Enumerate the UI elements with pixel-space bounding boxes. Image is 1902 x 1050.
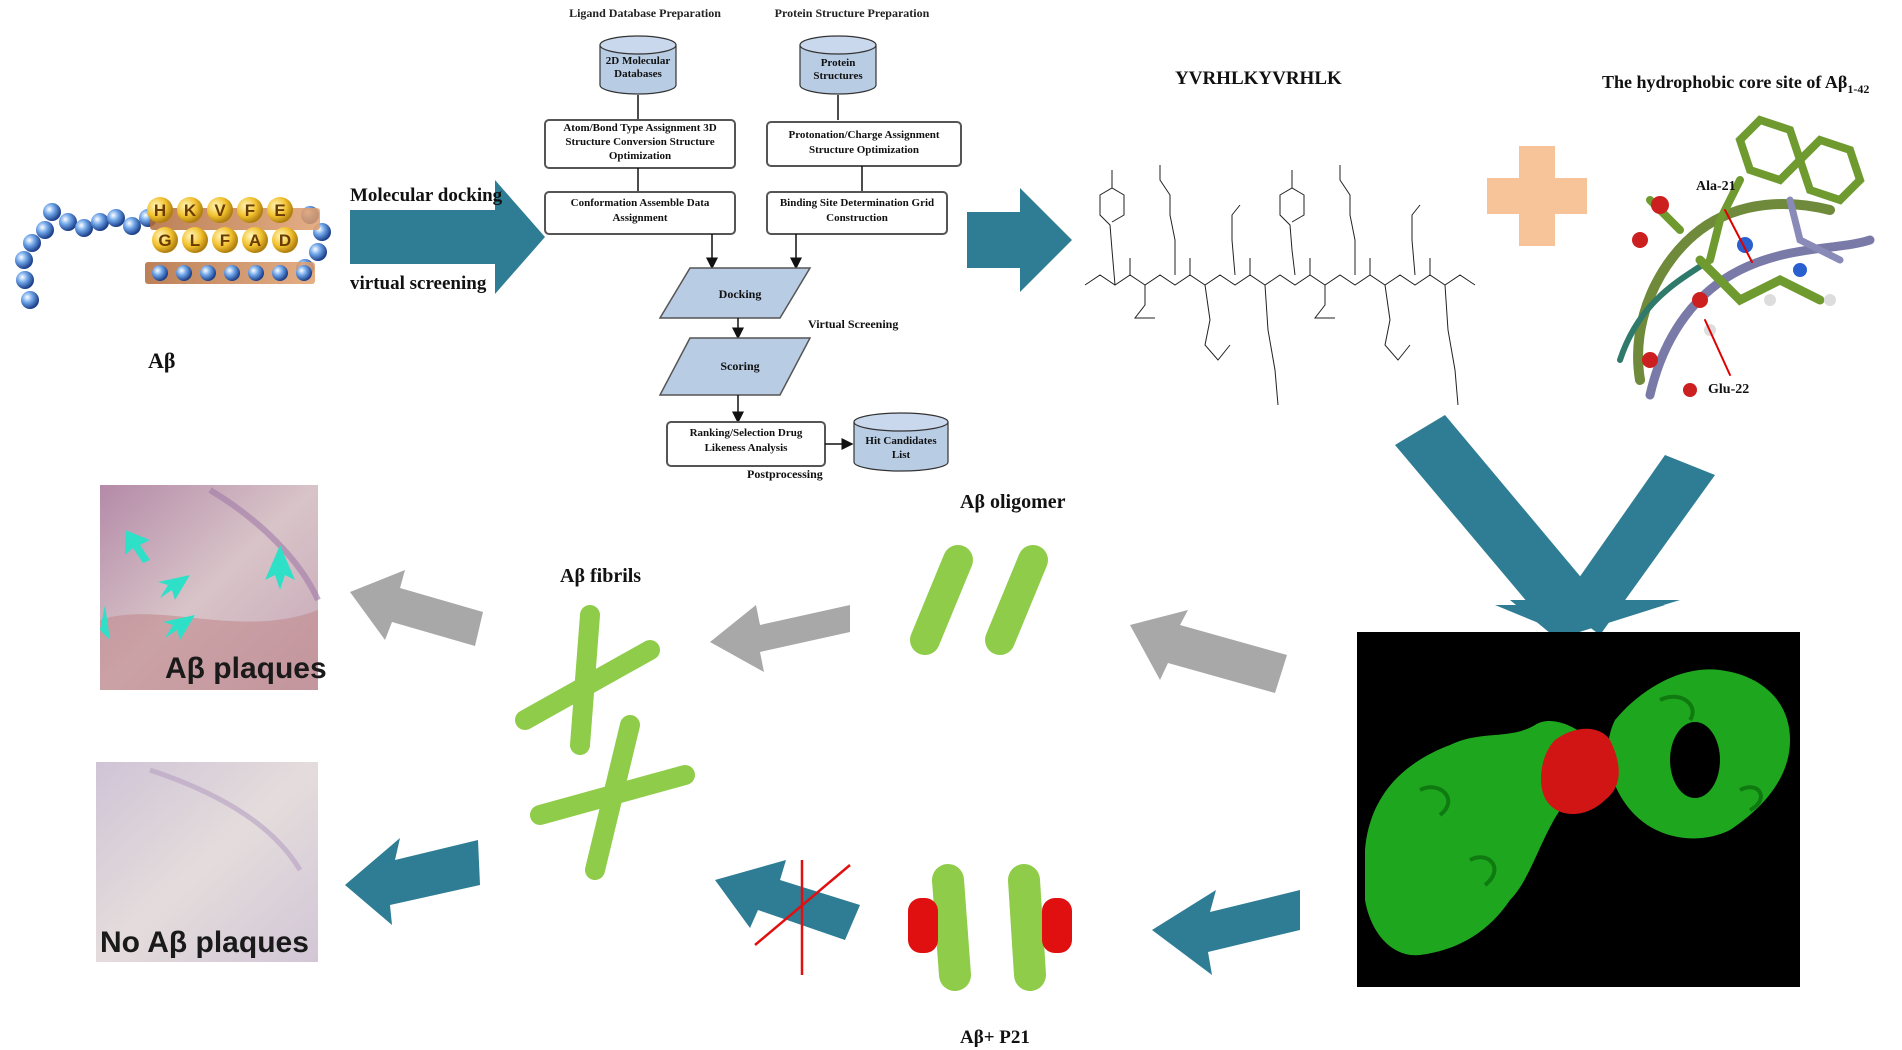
docking-parallelogram <box>658 267 812 319</box>
protein-structures-label: Protein Structures <box>813 57 863 82</box>
virtual-screening-step-label: Virtual Screening <box>808 317 898 331</box>
beta-strand-top <box>150 208 320 230</box>
screening-workflow: Ligand Database Preparation Protein Stru… <box>544 6 962 481</box>
glu22-label: Glu-22 <box>1708 382 1749 397</box>
protonation-text: Protonation/Charge Assignment Structure … <box>788 129 940 156</box>
ranking-text: Ranking/Selection Drug Likeness Analysis <box>689 427 803 454</box>
residue-letter: D <box>279 231 291 250</box>
hydrophobic-core-model <box>1617 115 1875 400</box>
abeta-p21-shape <box>908 864 1072 991</box>
peptide-skeletal-structure <box>1084 165 1476 406</box>
plaque-marker-arrows <box>100 530 295 640</box>
residue-bead <box>242 227 268 253</box>
gray-arrow-fibrils-to-plaques <box>350 570 483 646</box>
teal-arrow-to-no-plaques <box>345 838 480 925</box>
chain-bead <box>296 265 312 281</box>
residue-letter: E <box>274 201 285 220</box>
residue-letter: F <box>245 201 255 220</box>
scoring-text: Scoring <box>720 359 759 373</box>
gray-arrow-complex-to-oligomer <box>1130 610 1287 693</box>
teal-arrow-complex-to-p21 <box>1152 890 1300 975</box>
residue-bead <box>152 227 178 253</box>
plus-sign <box>1487 146 1587 246</box>
peptide-sequence-label: YVRHLKYVRHLK <box>1175 68 1342 89</box>
residue-letter: H <box>154 201 166 220</box>
residue-bead <box>147 197 173 223</box>
virtual-screening-label: virtual screening <box>350 273 487 294</box>
scoring-parallelogram <box>658 337 812 396</box>
residue-bead <box>177 197 203 223</box>
residue-letter: V <box>214 201 226 220</box>
oligomer-shape <box>910 545 1048 655</box>
protein-structures-cylinder <box>799 35 877 95</box>
fibrils-shape <box>515 605 695 880</box>
convergence-arrow <box>1395 415 1715 640</box>
arrow-to-peptide <box>967 188 1072 292</box>
residue-bead <box>267 197 293 223</box>
abeta-p21-label: Aβ+ P21 <box>960 1027 1030 1048</box>
chain-bead <box>224 265 240 281</box>
atom-bond-box <box>544 119 736 169</box>
plaques-label: Aβ plaques <box>165 652 327 685</box>
no-plaques-tissue-image: No Aβ plaques <box>96 762 318 962</box>
conformation-text: Conformation Assemble Data Assignment <box>570 197 710 224</box>
complex-surface <box>1365 669 1790 956</box>
residue-bead <box>237 197 263 223</box>
ala21-label: Ala-21 <box>1696 179 1736 194</box>
postprocessing-label: Postprocessing <box>747 467 823 481</box>
protein-prep-heading: Protein Structure Preparation <box>775 6 930 20</box>
oligomer-label: Aβ oligomer <box>960 491 1066 513</box>
residue-letter: A <box>249 231 261 250</box>
bead-chain <box>15 203 331 309</box>
block-cross-icon <box>754 860 851 975</box>
residue-bead <box>272 227 298 253</box>
molecular-docking-label: Molecular docking <box>350 185 503 206</box>
chain-bead <box>272 265 288 281</box>
teal-arrow-p21-blocked <box>715 860 860 940</box>
database-2d-label: 2D Molecular Databases <box>605 55 671 80</box>
chain-bead <box>152 265 168 281</box>
hit-candidates-text: Hit Candidates List <box>865 435 937 461</box>
arrow-to-workflow <box>350 180 545 294</box>
residue-bead <box>207 197 233 223</box>
atom-bond-text: Atom/Bond Type Assignment 3D Structure C… <box>563 122 717 162</box>
hydrophobic-core-label: The hydrophobic core site of Aβ1-42 <box>1602 72 1869 96</box>
gray-arrow-oligomer-to-fibrils <box>710 605 850 672</box>
residue-letter: L <box>190 231 200 250</box>
binding-site-box <box>766 191 948 235</box>
p21-right <box>1042 898 1072 953</box>
abeta-label: Aβ <box>148 348 175 373</box>
database-2d-cylinder <box>599 35 677 95</box>
hit-candidates-cylinder <box>853 412 949 472</box>
residue-bead <box>212 227 238 253</box>
ligand-prep-heading: Ligand Database Preparation <box>569 6 721 20</box>
residue-letter: G <box>158 231 171 250</box>
fibrils-label: Aβ fibrils <box>560 565 641 587</box>
residue-bead <box>182 227 208 253</box>
residue-letter: K <box>184 201 197 220</box>
conformation-box <box>544 191 736 235</box>
protonation-box <box>766 121 962 167</box>
residue-letter: F <box>220 231 230 250</box>
plaques-tissue-image: Aβ plaques <box>100 485 327 690</box>
docking-text: Docking <box>719 287 762 301</box>
binding-site-text: Binding Site Determination Grid Construc… <box>779 197 935 224</box>
chain-bead <box>248 265 264 281</box>
chain-bead <box>200 265 216 281</box>
chain-bead <box>176 265 192 281</box>
no-plaques-label: No Aβ plaques <box>100 926 309 959</box>
p21-left <box>908 898 938 953</box>
